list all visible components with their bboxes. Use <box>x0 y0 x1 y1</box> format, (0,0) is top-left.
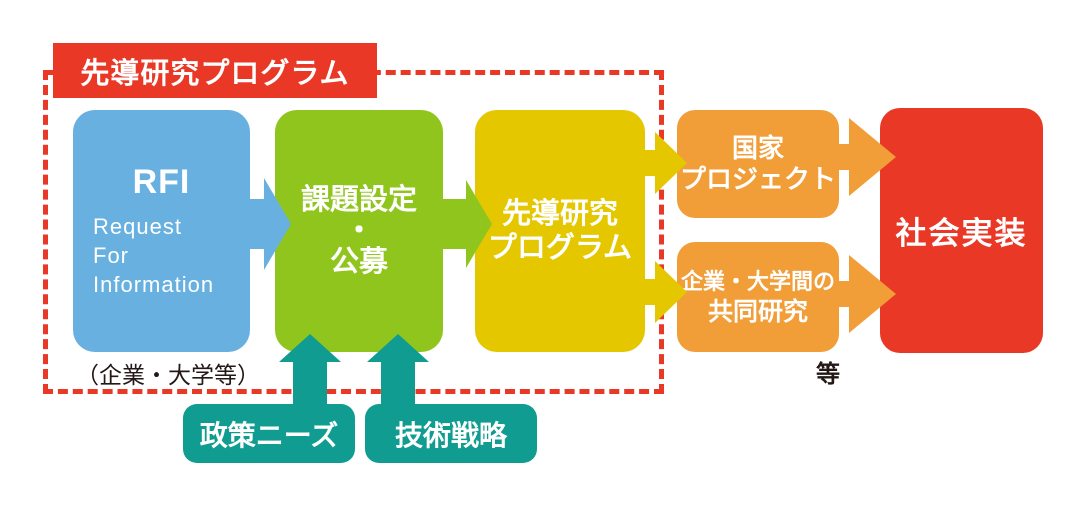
joint-research-box: 企業・大学間の 共同研究 <box>677 242 839 352</box>
rfi-title: RFI <box>132 163 191 201</box>
rfi-caption: （企業・大学等） <box>76 362 260 388</box>
program-to-joint-arrow-icon <box>645 261 687 323</box>
rfi-box: RFI Request For Information <box>73 110 250 352</box>
leading-research-line-1: 先導研究 <box>501 198 618 230</box>
policy-needs-label: 政策ニーズ <box>199 419 339 451</box>
leading-research-program-box: 先導研究 プログラム <box>475 110 645 352</box>
policy-needs-up-arrow-icon <box>279 334 341 408</box>
leading-research-line-2: プログラム <box>487 232 633 264</box>
rfi-to-theme-arrow-icon <box>250 178 291 270</box>
rfi-subtitle-line-2: For <box>93 243 129 268</box>
social-implementation-box: 社会実装 <box>880 108 1043 353</box>
theme-setting-line-1: 課題設定 <box>300 183 417 216</box>
etc-label: 等 <box>816 361 840 388</box>
joint-research-line-1: 企業・大学間の <box>680 269 835 294</box>
theme-to-program-arrow-icon <box>443 180 492 268</box>
joint-to-social-arrow-icon <box>838 255 896 333</box>
national-project-line-2: プロジェクト <box>679 164 836 194</box>
theme-setting-line-2: 公募 <box>329 245 388 278</box>
rfi-subtitle-line-1: Request <box>93 214 182 239</box>
national-project-line-1: 国家 <box>731 133 784 163</box>
joint-research-line-2: 共同研究 <box>707 298 808 326</box>
technology-strategy-up-arrow-icon <box>367 334 429 408</box>
technology-strategy-label: 技術戦略 <box>394 419 507 451</box>
program-to-national-arrow-icon <box>645 132 687 194</box>
rfi-subtitle: Request For Information <box>93 212 250 299</box>
national-project-box: 国家 プロジェクト <box>677 110 839 218</box>
theme-setting-box: 課題設定 ・ 公募 <box>275 110 443 352</box>
program-label: 先導研究プログラム <box>53 43 377 98</box>
rfi-subtitle-line-3: Information <box>93 272 215 297</box>
technology-strategy-box: 技術戦略 <box>365 404 537 463</box>
theme-setting-dot: ・ <box>344 214 374 247</box>
policy-needs-box: 政策ニーズ <box>183 404 355 463</box>
national-to-social-arrow-icon <box>838 118 896 196</box>
social-implementation-label: 社会実装 <box>895 216 1028 251</box>
